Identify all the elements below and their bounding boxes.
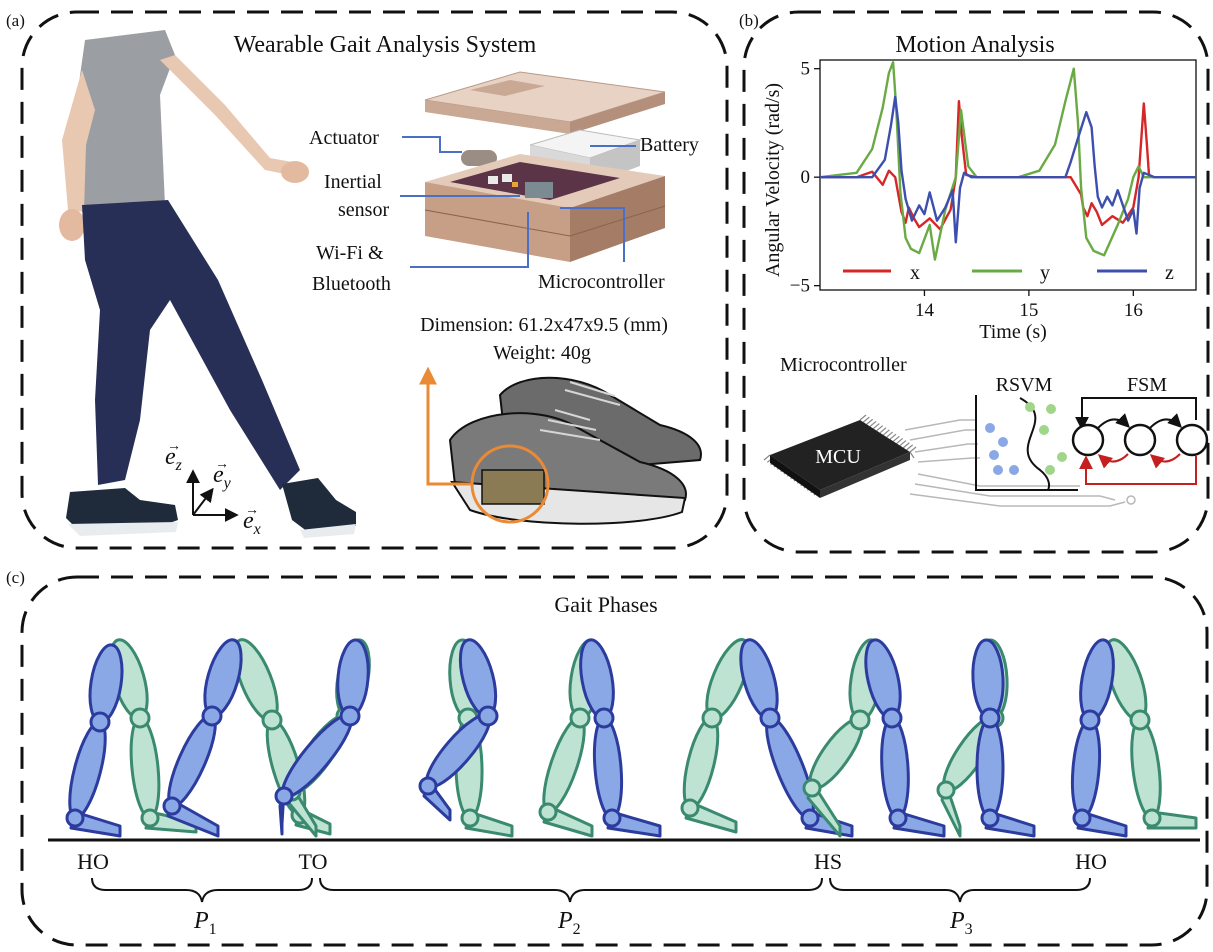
leg-pose-6 [680, 638, 854, 838]
svg-text:ex: ex [243, 508, 261, 538]
panel-b-frame [742, 10, 1210, 554]
phase-p1: P1 [193, 908, 217, 938]
axes-triad: ez ey ex → → → [165, 439, 261, 538]
inertial-label-2: sensor [338, 199, 389, 221]
svg-text:ey: ey [213, 462, 232, 492]
leg-pose-4 [418, 638, 514, 838]
panel-c-title: Gait Phases [554, 592, 657, 617]
x-tick-label: 16 [1124, 300, 1143, 321]
sensor-in-shoe [481, 469, 545, 505]
rsvm-class-b [1025, 402, 1067, 475]
svg-text:→: → [245, 503, 259, 518]
imu-chip [525, 182, 553, 198]
actuator-label: Actuator [309, 127, 379, 149]
rsvm-class-a [985, 423, 1019, 475]
leg-pose-8 [936, 638, 1036, 838]
leg-pose-5 [538, 638, 662, 838]
panel-b-title: Motion Analysis [895, 32, 1054, 58]
dimension-text: Dimension: 61.2x47x9.5 (mm) [420, 314, 668, 336]
panel-a: (a) Wearable Gait Analysis System ez [6, 10, 729, 550]
actuator-part [461, 150, 497, 166]
svg-text:ez: ez [165, 444, 183, 474]
panel-c-label: (c) [6, 568, 25, 587]
panel-c-frame [20, 575, 1209, 947]
phase-braces [91, 877, 1091, 903]
y-tick-label: 5 [801, 59, 811, 80]
panel-a-label: (a) [6, 11, 25, 30]
event-ho-1: HO [77, 849, 109, 874]
fsm-state-3 [1175, 423, 1209, 457]
chart-xlabel: Time (s) [979, 321, 1047, 343]
y-tick-label: 0 [801, 167, 811, 188]
legend-label-y: y [1040, 262, 1050, 284]
mcu-text: MCU [815, 446, 861, 468]
device-exploded-view [424, 71, 666, 262]
panel-b: (b) Motion Analysis 14 15 16 −5 0 5 Time (s) … [739, 10, 1210, 554]
fsm-label: FSM [1127, 374, 1167, 396]
circuit-traces [904, 419, 1136, 507]
series-line-z [820, 95, 1196, 244]
microcontroller-label: Microcontroller [538, 271, 665, 293]
shoes-illustration [419, 366, 702, 525]
chart-ylabel: Angular Velocity (rad/s) [762, 83, 784, 277]
panel-a-frame [20, 10, 729, 550]
panel-c: (c) Gait Phases HO TO HS HO P1 P2 P3 [6, 568, 1209, 947]
walking-person-illustration [59, 30, 356, 538]
phase-p3: P3 [949, 908, 973, 938]
inertial-label-1: Inertial [324, 171, 382, 193]
leg-pose-7 [802, 638, 946, 838]
phase-p2: P2 [557, 908, 581, 938]
legend-label-x: x [910, 262, 920, 284]
event-hs: HS [814, 849, 842, 874]
svg-text:→: → [167, 439, 181, 454]
panel-a-title: Wearable Gait Analysis System [234, 32, 537, 58]
x-tick-label: 15 [1019, 300, 1038, 321]
wifi-label-2: Bluetooth [312, 273, 391, 295]
rsvm-block: RSVM [975, 374, 1078, 491]
weight-text: Weight: 40g [493, 342, 591, 364]
rsvm-label: RSVM [996, 374, 1053, 396]
chart-legend: x y z [843, 262, 1174, 284]
event-ho-2: HO [1075, 849, 1107, 874]
x-tick-label: 14 [915, 300, 935, 321]
fsm-state-2 [1123, 423, 1157, 457]
legend-label-z: z [1165, 262, 1174, 284]
microcontroller-caption: Microcontroller [780, 354, 907, 376]
mcu-chip: MCU [763, 414, 917, 498]
series-line-x [820, 99, 1196, 231]
leg-pose-1 [65, 638, 198, 838]
wifi-label-1: Wi-Fi & [316, 242, 384, 264]
leader-lines [400, 136, 636, 268]
svg-text:→: → [215, 457, 229, 472]
fsm-state-1 [1071, 423, 1105, 457]
leg-pose-9 [1070, 638, 1198, 838]
y-tick-label: −5 [790, 276, 810, 297]
event-to: TO [299, 849, 328, 874]
leg-pose-3 [274, 638, 371, 838]
battery-label: Battery [640, 134, 699, 156]
chart-plot-area [819, 59, 1197, 291]
panel-b-label: (b) [739, 11, 759, 30]
angular-velocity-chart: 14 15 16 −5 0 5 Time (s) Angular Velocity (ra… [762, 59, 1197, 343]
fsm-block: FSM [1071, 374, 1209, 485]
